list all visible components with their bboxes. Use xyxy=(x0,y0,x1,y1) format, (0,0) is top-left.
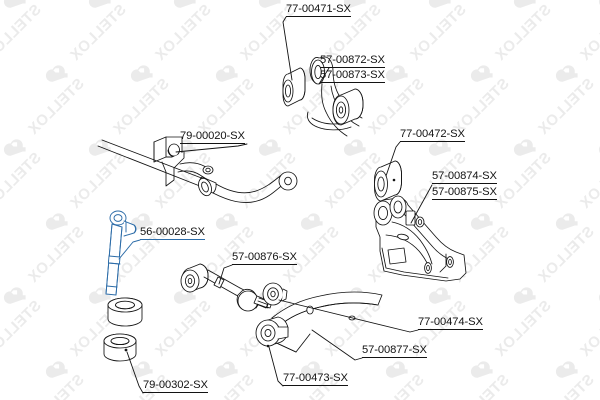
lbl-77-00471: 77-00471-SX xyxy=(286,3,351,17)
lbl-77-00472: 77-00472-SX xyxy=(400,128,465,142)
lbl-77-00474: 77-00474-SX xyxy=(418,316,483,330)
lbl-57-00873: 57-00873-SX xyxy=(320,69,385,83)
lbl-56-00028: 56-00028-SX xyxy=(140,226,205,240)
part-knuckle-carrier xyxy=(373,195,467,282)
lbl-57-00877: 57-00877-SX xyxy=(362,344,427,358)
part-bushing-knuckle xyxy=(374,160,402,202)
part-lateral-link xyxy=(180,263,273,312)
part-upper-control-arm xyxy=(306,56,364,137)
lbl-57-00876: 57-00876-SX xyxy=(232,251,297,265)
lbl-57-00874: 57-00874-SX xyxy=(432,170,497,184)
part-stabilizer-bar-bushing xyxy=(153,136,214,187)
lbl-79-00020: 79-00020-SX xyxy=(180,130,245,144)
part-stabilizer-link xyxy=(105,210,137,296)
part-bushing-upper-left xyxy=(282,67,306,107)
lbl-57-00875: 57-00875-SX xyxy=(432,186,497,200)
part-stabilizer-bar xyxy=(97,139,298,203)
leader-line-highlighted xyxy=(118,239,141,260)
lbl-77-00473: 77-00473-SX xyxy=(283,372,348,386)
part-bushing-lower-arm-inner xyxy=(255,316,289,348)
leader-lines xyxy=(126,16,433,394)
lbl-79-00302: 79-00302-SX xyxy=(143,379,208,393)
lbl-57-00872: 57-00872-SX xyxy=(320,54,385,68)
part-bushing-lower-arm-outer xyxy=(262,282,288,306)
